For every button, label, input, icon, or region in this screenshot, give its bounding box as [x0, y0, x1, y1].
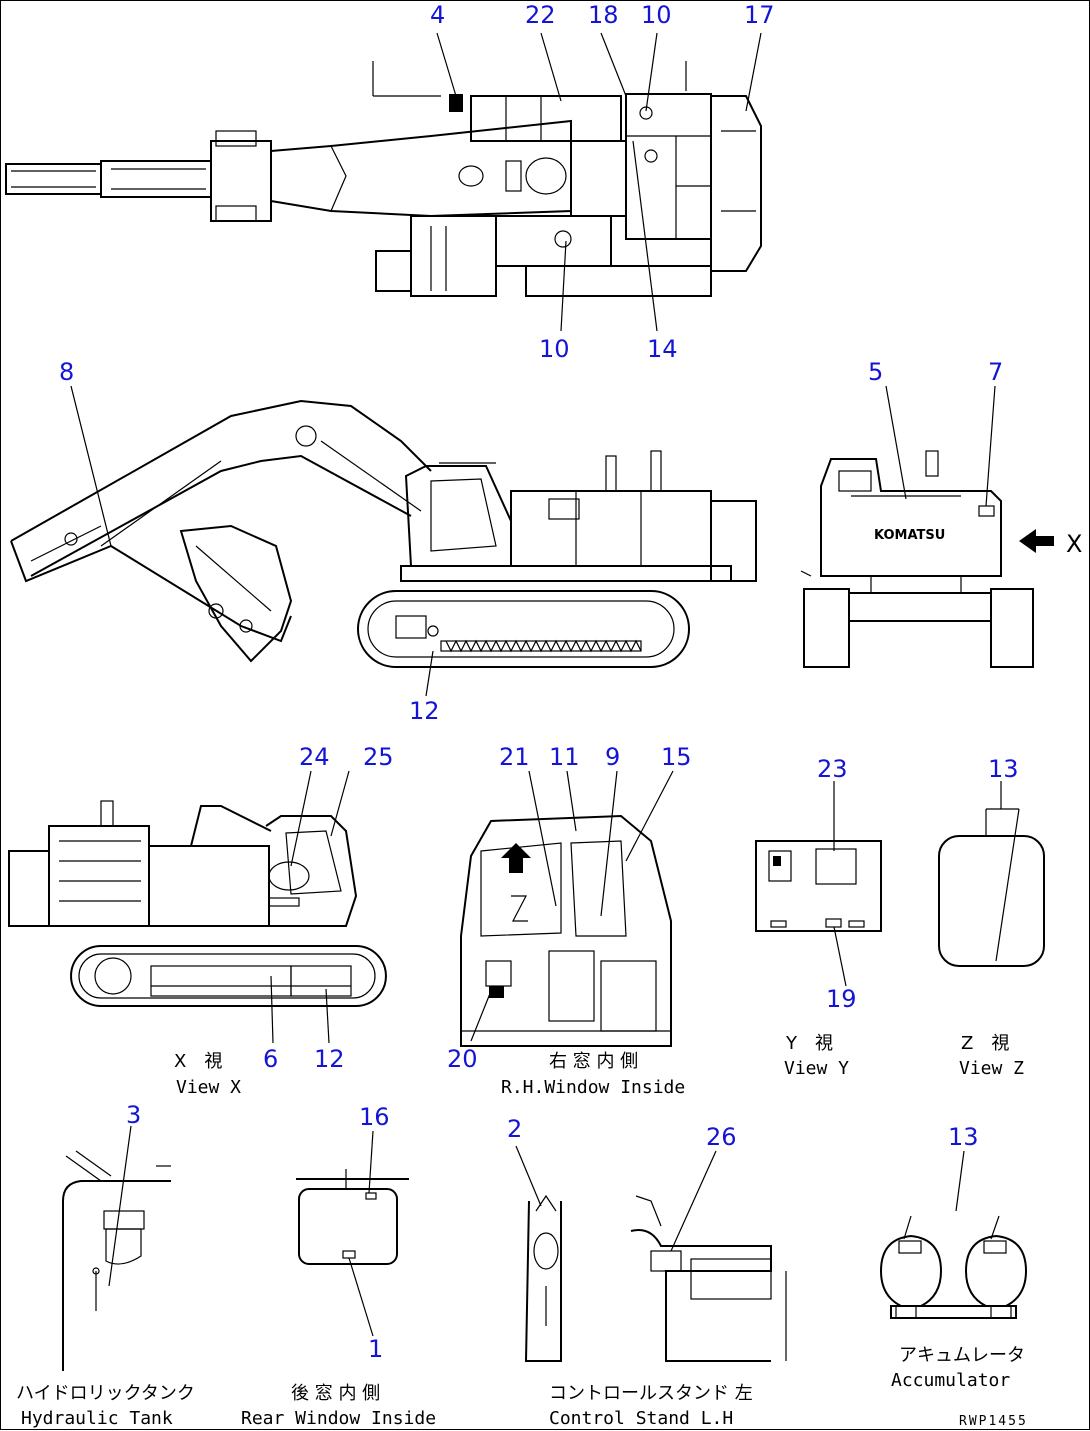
- rear-view-drawing: [800, 450, 1054, 668]
- callout-5: 5: [868, 358, 883, 386]
- callout-13-accumulator: 13: [948, 1123, 979, 1151]
- caption-accumulator-jp: アキュムレータ: [899, 1345, 1025, 1366]
- caption-accumulator-en: Accumulator: [891, 1370, 1010, 1391]
- hydraulic-tank-drawing: [62, 1125, 171, 1371]
- caption-rear-window-en: Rear Window Inside: [241, 1408, 436, 1429]
- callout-20: 20: [447, 1045, 478, 1073]
- callout-26: 26: [706, 1123, 737, 1151]
- callout-11: 11: [549, 743, 580, 771]
- view-x-drawing: [8, 800, 387, 1007]
- caption-view-z-en: View Z: [959, 1058, 1024, 1079]
- callout-4: 4: [430, 1, 445, 29]
- caption-view-y-en: View Y: [784, 1058, 849, 1079]
- caption-view-y-jp: Y 視: [785, 1033, 833, 1054]
- callout-8: 8: [59, 358, 74, 386]
- view-z-drawing: [938, 835, 1045, 967]
- caption-window-jp: 右 窓 内 側: [549, 1051, 638, 1072]
- side-view-leaders: [70, 385, 434, 697]
- caption-view-z-jp: Z 視: [961, 1033, 1009, 1054]
- rear-window-drawing: [296, 1130, 409, 1337]
- callout-7: 7: [988, 358, 1003, 386]
- rear-view-callouts: 5 7: [868, 358, 1003, 386]
- caption-view-x-en: View X: [176, 1077, 241, 1098]
- callout-10-top: 10: [641, 1, 672, 29]
- callout-6: 6: [263, 1045, 278, 1073]
- window-view-drawing: [460, 814, 672, 1047]
- caption-rear-window-jp: 後 窓 内 側: [291, 1383, 380, 1404]
- callout-3: 3: [126, 1101, 141, 1129]
- view-y-drawing: [755, 840, 882, 932]
- callout-12-side: 12: [409, 697, 440, 725]
- callout-16: 16: [359, 1103, 390, 1131]
- window-view-leaders: [470, 770, 674, 1042]
- callout-15: 15: [661, 743, 692, 771]
- top-view-callouts: 4 22 18 10 17 10 14: [430, 1, 775, 363]
- callout-2: 2: [507, 1115, 522, 1143]
- arrow-label-x: X: [1066, 530, 1082, 558]
- callout-10-bottom: 10: [539, 335, 570, 363]
- callout-17: 17: [744, 1, 775, 29]
- caption-control-stand-en: Control Stand L.H: [549, 1408, 733, 1429]
- side-view-callouts: 8 12: [59, 358, 440, 725]
- side-view-drawing: [10, 399, 757, 668]
- drawing-code: RWP1455: [959, 1414, 1028, 1429]
- top-view-leaders: [436, 32, 762, 332]
- callout-21: 21: [499, 743, 530, 771]
- control-stand-drawing: [515, 1145, 787, 1362]
- callout-14: 14: [647, 335, 678, 363]
- callout-1: 1: [368, 1335, 383, 1363]
- callout-25: 25: [363, 743, 394, 771]
- caption-hydraulic-en: Hydraulic Tank: [21, 1408, 173, 1429]
- callout-9: 9: [605, 743, 620, 771]
- window-view-callouts: 21 11 9 15 20: [447, 743, 692, 1073]
- brand-komatsu: KOMATSU: [874, 528, 945, 543]
- callout-19: 19: [826, 985, 857, 1013]
- view-x-leaders: [270, 770, 350, 1044]
- callout-24: 24: [299, 743, 330, 771]
- caption-control-stand-jp: コントロールスタンド 左: [549, 1383, 753, 1404]
- callout-13-view-z: 13: [988, 755, 1019, 783]
- caption-view-x-jp: X 視: [174, 1051, 222, 1072]
- view-x-callouts: 24 25 6 12: [263, 743, 394, 1073]
- view-y-leaders: [833, 781, 847, 987]
- callout-23: 23: [817, 755, 848, 783]
- caption-window-en: R.H.Window Inside: [501, 1077, 685, 1098]
- callout-22: 22: [525, 1, 556, 29]
- accumulator-drawing: [879, 1150, 1028, 1319]
- caption-hydraulic-jp: ハイドロリックタンク: [16, 1383, 195, 1404]
- callout-12-view-x: 12: [314, 1045, 345, 1073]
- top-view-drawing: [5, 61, 762, 297]
- view-z-leaders: [985, 781, 1020, 962]
- callout-18: 18: [588, 1, 619, 29]
- view-y-callouts: 23 19: [817, 755, 857, 1013]
- rear-view-leaders: [885, 385, 996, 507]
